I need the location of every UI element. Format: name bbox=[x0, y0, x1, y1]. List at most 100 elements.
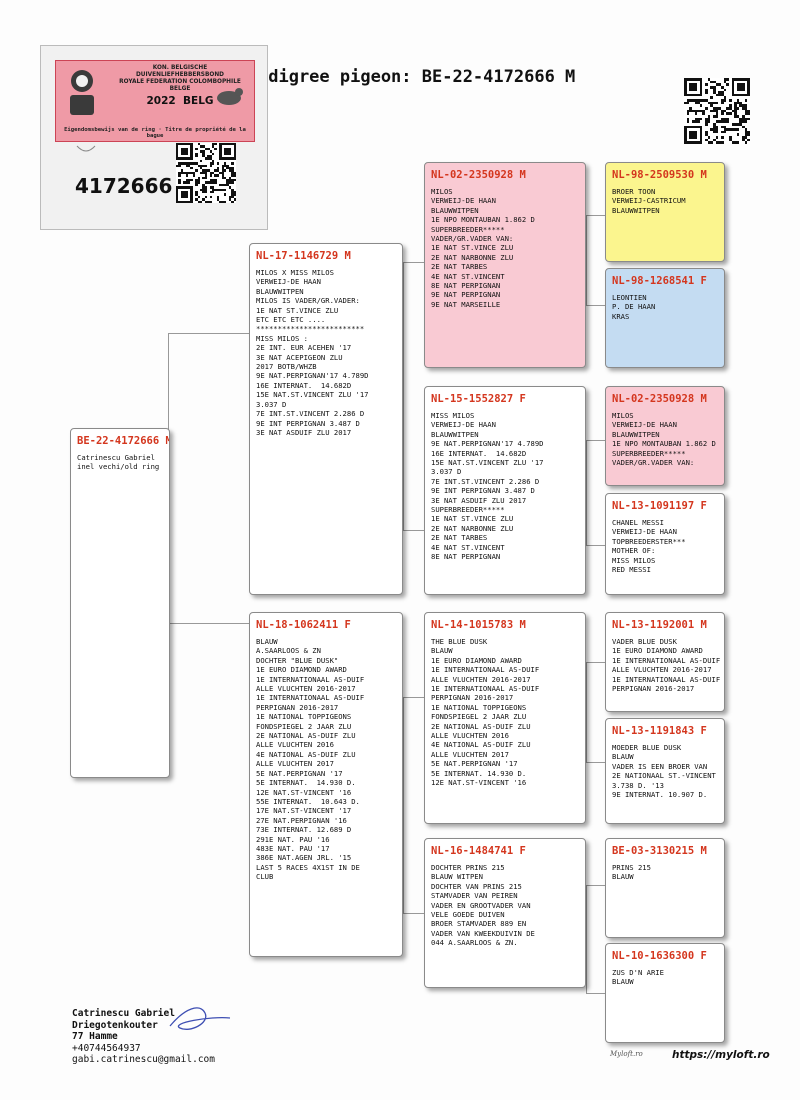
connector bbox=[403, 262, 425, 263]
note-line: 2E INT. EUR ACEHEN '17 bbox=[256, 343, 352, 353]
ring-number: NL-14-1015783 M bbox=[431, 619, 526, 631]
note-line: 483E NAT. PAU '17 bbox=[256, 843, 330, 853]
note-line: A.SAARLOOS & ZN bbox=[256, 646, 321, 656]
note-line: 5E NAT.PERPIGNAN '17 bbox=[431, 759, 518, 769]
note-line: MILOS IS VADER/GR.VADER: bbox=[256, 296, 360, 306]
connector bbox=[586, 545, 606, 546]
note-line: 8E NAT PERPIGNAN bbox=[431, 281, 501, 291]
note-line: RED MESSI bbox=[612, 565, 651, 575]
note-line: LEONTIEN bbox=[612, 293, 647, 302]
note-line: SUPERBREEDER***** bbox=[431, 224, 505, 234]
ring-number: NL-98-1268541 F bbox=[612, 275, 707, 287]
note-line: VADER/GR.VADER VAN: bbox=[431, 234, 514, 244]
ring-certificate: KON. BELGISCHE DUIVENLIEFHEBBERSBOND ROY… bbox=[40, 45, 268, 230]
ring-number: NL-02-2350928 M bbox=[612, 393, 707, 405]
ring-number: NL-98-2509530 M bbox=[612, 169, 707, 181]
ring-country: BELG bbox=[183, 95, 214, 107]
note-line: BROER TOON bbox=[612, 187, 656, 196]
note-line: 044 A.SAARLOOS & ZN. bbox=[431, 938, 518, 948]
pedigree-qr-code bbox=[684, 78, 750, 144]
note-line: MOEDER BLUE DUSK bbox=[612, 743, 682, 752]
owner-email[interactable]: gabi.catrinescu@gmail.com bbox=[72, 1054, 215, 1065]
note-line: PERPIGNAN 2016-2017 bbox=[431, 693, 514, 703]
connector bbox=[403, 530, 425, 531]
owner-phone: +40744564937 bbox=[72, 1042, 141, 1054]
note-line: 5E NAT.PERPIGNAN '17 bbox=[256, 768, 343, 778]
connector bbox=[403, 913, 425, 914]
connector bbox=[168, 623, 250, 624]
ring-number: BE-03-3130215 M bbox=[612, 845, 707, 857]
note-line: 1E INTERNATIONAAL AS-DUIF bbox=[431, 684, 540, 694]
page-title: edigree pigeon: BE-22-4172666 M bbox=[258, 67, 576, 87]
note-line: ETC ETC ETC .... bbox=[256, 315, 326, 325]
connector bbox=[403, 697, 404, 913]
note-line: 12E NAT.ST-VINCENT '16 bbox=[431, 778, 527, 788]
ring-number: NL-13-1091197 F bbox=[612, 500, 707, 512]
myloft-logo: Myloft.ro bbox=[610, 1050, 643, 1058]
note-line: 8E NAT PERPIGNAN bbox=[431, 552, 501, 562]
ticket-header-band: KON. BELGISCHE DUIVENLIEFHEBBERSBOND ROY… bbox=[55, 60, 255, 142]
signature-icon bbox=[169, 1007, 231, 1030]
note-line: 3E NAT ACEPIGEON ZLU bbox=[256, 352, 343, 362]
note-line: VELE GOEDE DUIVEN bbox=[431, 910, 505, 920]
note-line: BLAUW bbox=[612, 752, 634, 762]
note-line: 1E EURO DIAMOND AWARD bbox=[256, 665, 347, 675]
ring-number: NL-10-1636300 F bbox=[612, 950, 707, 962]
note-line: 4E NAT ST.VINCENT bbox=[431, 271, 505, 281]
ticket-qr-code bbox=[176, 143, 236, 203]
note-line: 1E EURO DIAMOND AWARD bbox=[612, 646, 703, 656]
note-line: 4E NATIONAL AS-DUIF ZLU bbox=[431, 740, 531, 750]
note-line: 2017 BOTB/WHZB bbox=[256, 362, 317, 372]
note-line: VADER BLUE DUSK bbox=[612, 637, 677, 646]
note-line: 3E NAT ASDUIF ZLU 2017 bbox=[256, 427, 352, 437]
note-line: 7E INT.ST.VINCENT 2.286 D bbox=[431, 476, 540, 486]
connector bbox=[586, 662, 587, 762]
connector bbox=[586, 662, 606, 663]
federation-logo-icon bbox=[70, 70, 94, 115]
note-line: VADER VAN KWEEKDUIVIN DE bbox=[431, 928, 535, 938]
note-line: 15E NAT.ST.VINCENT ZLU '17 bbox=[431, 458, 544, 468]
website-link[interactable]: https://myloft.ro bbox=[672, 1049, 770, 1061]
note-line: 1E NPO MONTAUBAN 1.862 D bbox=[431, 215, 535, 225]
note-line: MISS MILOS bbox=[431, 411, 475, 420]
note-line: 2E NAT TARBES bbox=[431, 533, 488, 543]
ring-number: NL-18-1062411 F bbox=[256, 619, 351, 631]
federation-name-nl: KON. BELGISCHE DUIVENLIEFHEBBERSBOND bbox=[135, 65, 224, 78]
note-line: LAST 5 RACES 4X1ST IN DE bbox=[256, 862, 360, 872]
note-line: 1E INTERNATIONAAL AS-DUIF bbox=[612, 655, 721, 665]
note-line: BLAUWWITPEN bbox=[256, 286, 304, 296]
note-line: 2E NAT NARBONNE ZLU bbox=[431, 252, 514, 262]
note-line: BLAUW bbox=[431, 646, 453, 656]
note-line: 16E INTERNAT. 14.682D bbox=[256, 380, 352, 390]
ring-number: NL-02-2350928 M bbox=[431, 169, 526, 181]
note-line: 9E INT PERPIGNAN 3.487 D bbox=[431, 486, 535, 496]
note-line: 1E INTERNATIONAAL AS-DUIF bbox=[431, 665, 540, 675]
note-line: 3.037 D bbox=[256, 399, 287, 409]
note-line: 2E NAT TARBES bbox=[431, 262, 488, 272]
note-line: ALLE VLUCHTEN 2017 bbox=[431, 749, 509, 759]
connector bbox=[403, 697, 425, 698]
note-line: 9E INT PERPIGNAN 3.487 D bbox=[256, 418, 360, 428]
